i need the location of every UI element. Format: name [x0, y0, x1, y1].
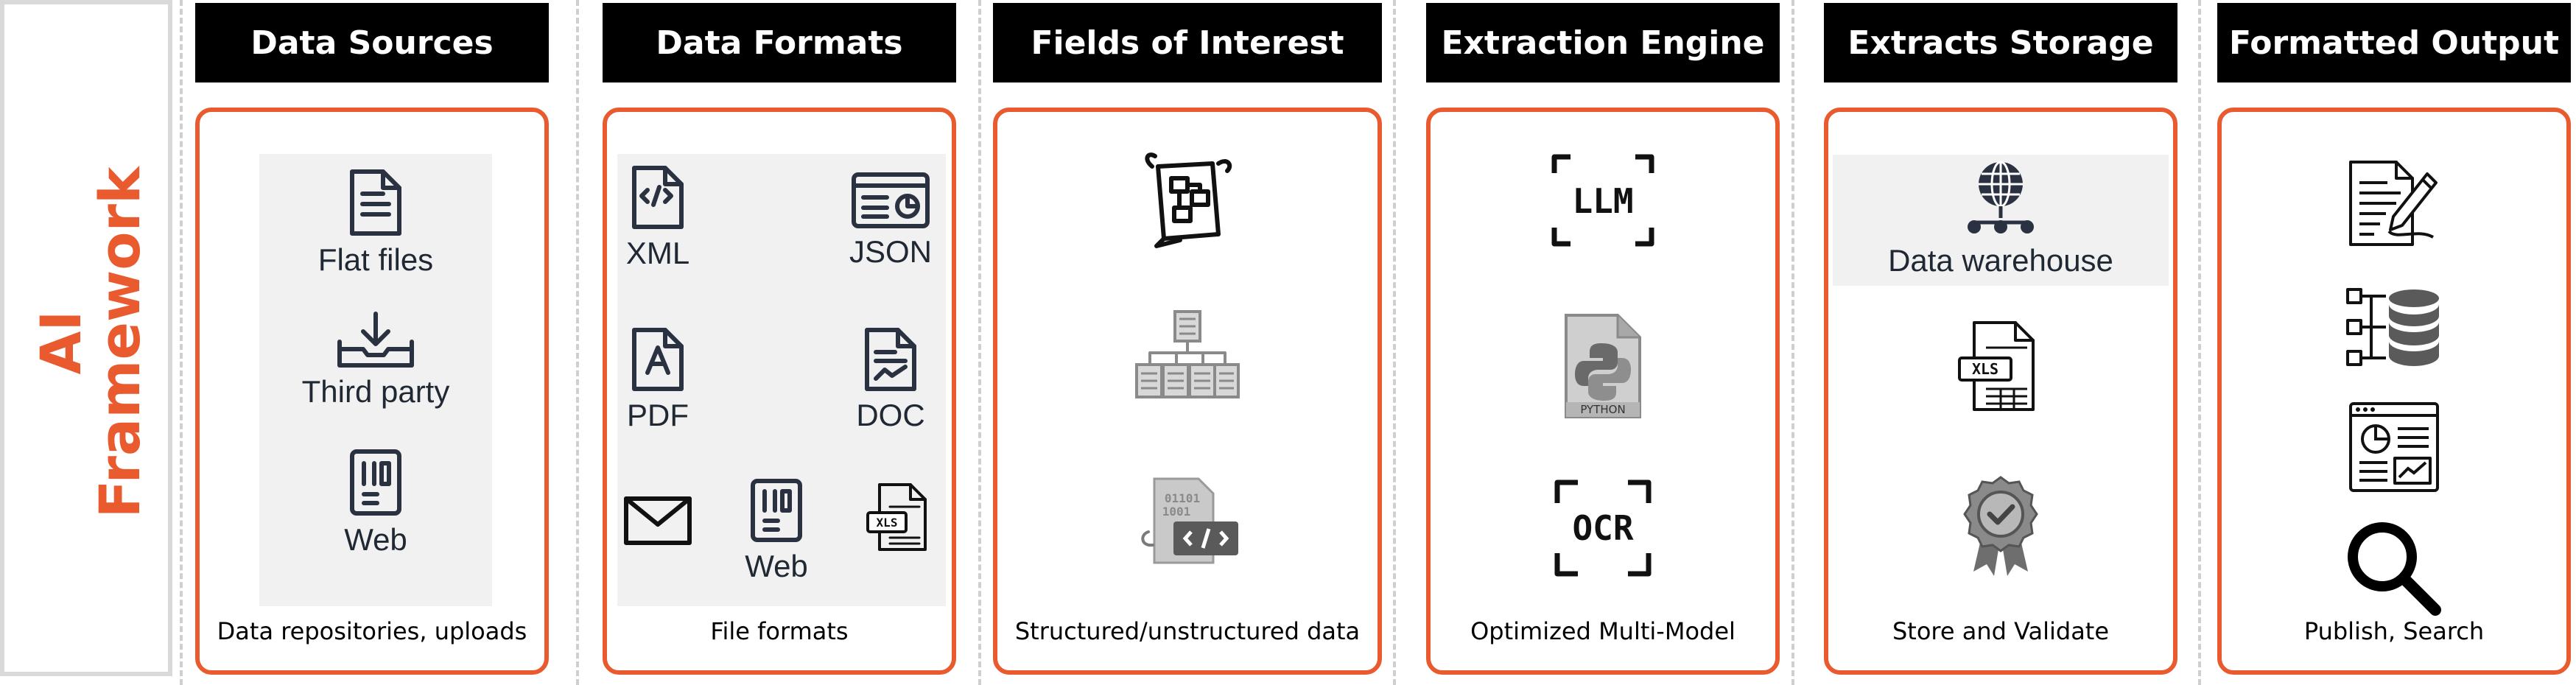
- svg-text:01101: 01101: [1165, 491, 1200, 505]
- data-warehouse-item: Data warehouse: [1833, 158, 2169, 278]
- xls-item: XLS: [857, 480, 938, 554]
- binary-code-item: 01101 1001: [997, 473, 1378, 569]
- xls-file-icon: XLS: [866, 483, 927, 551]
- column-extraction-engine: Extraction Engine LLM PYTHON OCR O: [1426, 0, 1780, 685]
- column-box: LLM PYTHON OCR Optimized Multi-Model: [1426, 108, 1780, 675]
- doc-file-icon: [865, 328, 916, 391]
- separator: [576, 0, 579, 685]
- column-box: Flat files Third party Web Data reposito…: [195, 108, 549, 675]
- column-header: Formatted Output: [2217, 3, 2571, 82]
- email-item: [617, 495, 698, 547]
- web-server-icon: [751, 479, 802, 542]
- json-label: JSON: [849, 234, 932, 269]
- database-hierarchy-icon: [2346, 288, 2439, 366]
- pdf-file-icon: [632, 328, 684, 391]
- column-extracts-storage: Extracts Storage Data warehouse XLS: [1824, 0, 2177, 685]
- flat-files-label: Flat files: [317, 242, 434, 277]
- envelope-icon: [624, 496, 692, 545]
- pdf-label: PDF: [627, 398, 689, 432]
- third-party-item: Third party: [259, 311, 492, 410]
- doc-label: DOC: [856, 398, 925, 432]
- ocr-text: OCR: [1572, 508, 1633, 548]
- python-item: PYTHON: [1431, 311, 1775, 421]
- column-box: 01101 1001 Structured/unstructured data: [993, 108, 1382, 675]
- search-item: [2222, 517, 2566, 620]
- separator: [2198, 0, 2201, 685]
- globe-network-icon: [1968, 161, 2034, 233]
- column-caption: Structured/unstructured data: [1014, 617, 1361, 645]
- xls-tag: XLS: [877, 516, 898, 530]
- report-item: [2222, 399, 2566, 495]
- column-data-sources: Data Sources Flat files Third party Web: [195, 0, 549, 685]
- edit-document-icon: [2349, 161, 2438, 246]
- side-panel: AI Framework: [0, 0, 172, 676]
- xls-item: XLS: [1828, 318, 2173, 414]
- document-map-item: [997, 149, 1378, 252]
- flat-files-item: Flat files: [259, 167, 492, 278]
- hierarchy-docs-item: [997, 307, 1378, 403]
- xml-item: XML: [617, 164, 698, 271]
- column-caption: Store and Validate: [1892, 617, 2110, 645]
- binary-code-icon: 01101 1001: [1141, 477, 1238, 564]
- separator: [1791, 0, 1794, 685]
- column-fields-of-interest: Fields of Interest 01101: [993, 0, 1382, 685]
- xml-label: XML: [625, 236, 690, 270]
- column-caption: Data repositories, uploads: [217, 617, 527, 645]
- python-text: PYTHON: [1580, 403, 1625, 416]
- panel-background: [259, 154, 492, 606]
- llm-scan-icon: LLM: [1551, 154, 1654, 247]
- ocr-item: OCR: [1431, 477, 1775, 580]
- column-header: Data Sources: [195, 3, 549, 82]
- svg-text:1001: 1001: [1162, 505, 1191, 519]
- llm-item: LLM: [1431, 152, 1775, 248]
- xls-file-icon: XLS: [1958, 321, 2035, 411]
- edit-document-item: [2222, 158, 2566, 249]
- report-dashboard-icon: [2349, 402, 2439, 492]
- column-box: Data warehouse XLS Store and Validate: [1824, 108, 2177, 675]
- xls-tag: XLS: [1972, 360, 1998, 378]
- framework-title-line2: Framework: [87, 166, 152, 519]
- web-format-item: Web: [725, 477, 828, 584]
- framework-title: AI Framework: [28, 166, 152, 519]
- column-header: Fields of Interest: [993, 3, 1382, 82]
- json-panel-icon: [852, 172, 930, 228]
- validation-badge-item: [1828, 474, 2173, 577]
- column-header: Extracts Storage: [1824, 3, 2177, 82]
- search-icon: [2348, 522, 2441, 616]
- python-file-icon: PYTHON: [1565, 314, 1641, 418]
- doc-item: DOC: [843, 326, 938, 433]
- web-item: Web: [259, 447, 492, 558]
- separator: [180, 0, 183, 685]
- web-server-icon: [350, 449, 401, 516]
- column-header: Extraction Engine: [1426, 3, 1780, 82]
- separator: [978, 0, 981, 685]
- column-data-formats: Data Formats XML JSON PDF: [603, 0, 956, 685]
- json-item: JSON: [835, 171, 946, 270]
- column-box: XML JSON PDF DOC: [603, 108, 956, 675]
- llm-text: LLM: [1572, 181, 1633, 221]
- ocr-scan-icon: OCR: [1554, 480, 1652, 577]
- column-caption: File formats: [710, 617, 849, 645]
- web-label: Web: [344, 522, 407, 557]
- xml-file-icon: [632, 166, 684, 229]
- verified-badge-icon: [1963, 476, 2038, 576]
- column-box: Publish, Search: [2217, 108, 2571, 675]
- inbox-download-icon: [337, 312, 414, 368]
- document-map-icon: [1145, 152, 1232, 248]
- framework-title-line1: AI: [28, 310, 94, 375]
- flat-file-icon: [350, 169, 401, 236]
- column-header: Data Formats: [603, 3, 956, 82]
- data-warehouse-label: Data warehouse: [1888, 243, 2113, 278]
- column-formatted-output: Formatted Output: [2217, 0, 2571, 685]
- column-caption: Optimized Multi-Model: [1470, 617, 1736, 645]
- column-caption: Publish, Search: [2303, 617, 2485, 645]
- third-party-label: Third party: [301, 374, 450, 409]
- separator: [1393, 0, 1396, 685]
- database-tree-item: [2222, 285, 2566, 369]
- pdf-item: PDF: [617, 326, 698, 433]
- web-label: Web: [745, 549, 808, 583]
- document-hierarchy-icon: [1135, 310, 1240, 398]
